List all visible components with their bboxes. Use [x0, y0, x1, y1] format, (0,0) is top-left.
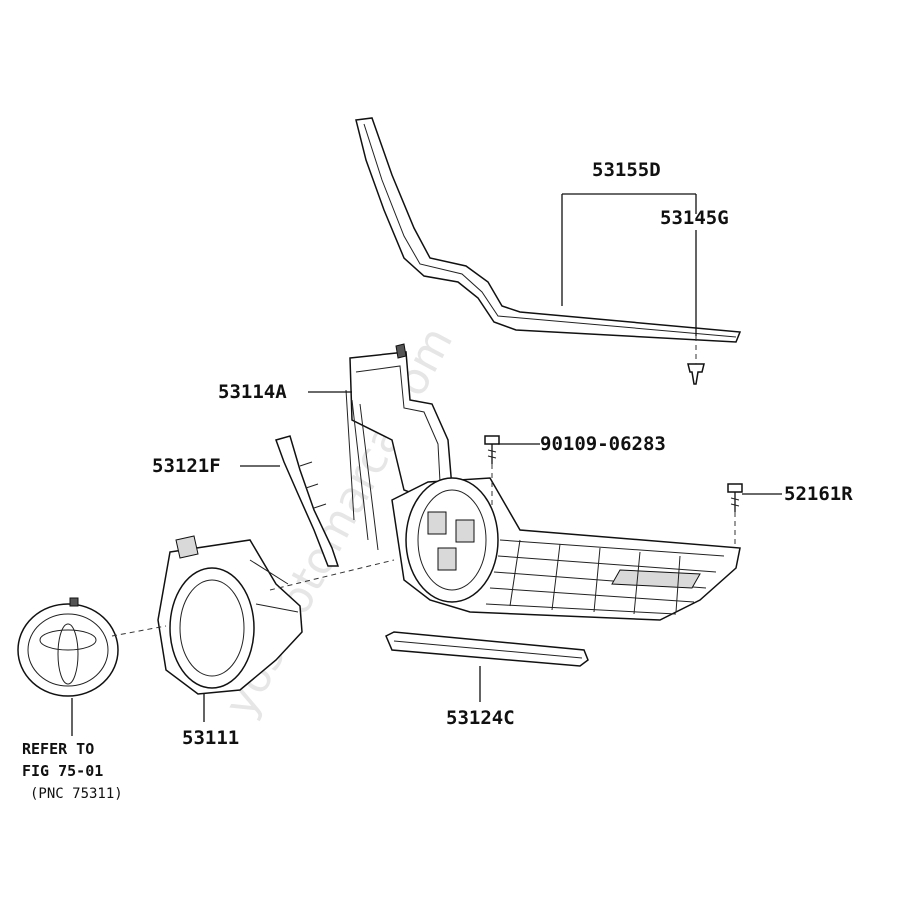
- label-53145g: 53145G: [660, 207, 729, 229]
- ref-line-2: FIG 75-01: [22, 762, 103, 780]
- ref-line-3: (PNC 75311): [30, 786, 123, 802]
- side-molding: [275, 435, 340, 567]
- label-53114a: 53114A: [218, 381, 287, 403]
- label-53111: 53111: [182, 727, 239, 749]
- label-53121f: 53121F: [152, 455, 221, 477]
- ref-line-1: REFER TO: [22, 740, 94, 758]
- lower-molding: [385, 631, 589, 667]
- label-53124c: 53124C: [446, 707, 515, 729]
- screw-90109: [484, 435, 500, 464]
- label-90109-06283: 90109-06283: [540, 433, 666, 455]
- screw-52161r: [727, 483, 743, 512]
- label-53155d: 53155D: [592, 159, 661, 181]
- grille-frame: [345, 343, 741, 621]
- label-52161r: 52161R: [784, 483, 853, 505]
- emblem: [17, 597, 119, 697]
- leader-lines: [71, 193, 782, 736]
- clip-53145g: [687, 363, 705, 385]
- emblem-housing: [157, 535, 303, 695]
- upper-molding: [355, 117, 742, 343]
